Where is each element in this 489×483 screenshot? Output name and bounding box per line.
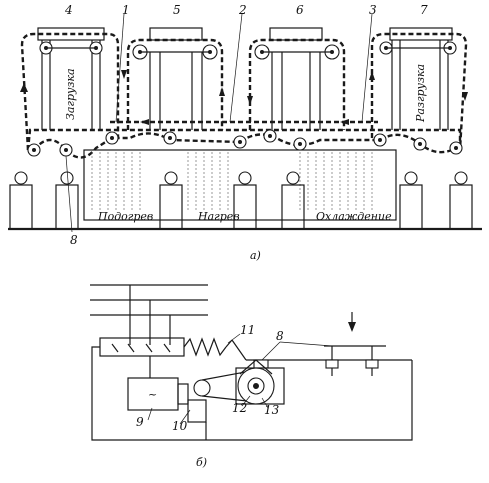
leader-8 <box>65 155 73 233</box>
control-loop <box>91 346 413 441</box>
figure-a: 4 1 5 2 6 3 7 8 Загрузка Разгрузка Подог… <box>8 3 482 262</box>
zone-cooling-label: Охлаждение <box>316 210 392 223</box>
cam-housing <box>235 367 285 405</box>
leader-1 <box>115 13 125 123</box>
callout-3: 3 <box>369 3 377 17</box>
motor-shaft-box <box>177 383 189 405</box>
tower-6 <box>254 27 340 130</box>
support-units <box>9 171 473 230</box>
furnace-hatching <box>91 152 373 212</box>
chain-tower-5-loop <box>126 38 224 130</box>
callout-6: 6 <box>296 3 304 17</box>
spring-11 <box>183 337 227 357</box>
leader-3 <box>361 13 373 123</box>
callout-12: 12 <box>232 401 247 415</box>
leader-13 <box>261 397 269 409</box>
callout-8b: 8 <box>276 329 284 343</box>
callout-1: 1 <box>122 3 130 17</box>
arrow-up-icon <box>369 71 375 80</box>
leader-9 <box>147 407 153 421</box>
leader-11 <box>227 333 241 344</box>
motor-symbol: ~ <box>148 388 157 401</box>
arrow-up-icon <box>20 83 28 92</box>
contactor <box>99 337 185 357</box>
furnace-body <box>83 149 397 221</box>
arrow-down-icon <box>121 70 127 79</box>
callout-11: 11 <box>240 323 255 337</box>
pulley-small <box>193 379 211 397</box>
callout-7: 7 <box>420 3 428 17</box>
tower-4 <box>37 27 105 130</box>
gearbox-10 <box>187 399 207 423</box>
chain-loading-loop <box>20 32 120 151</box>
zone-loading-label: Загрузка <box>64 68 77 120</box>
caption-b: б) <box>196 456 207 469</box>
cam-lobe <box>239 359 273 375</box>
leader-2 <box>229 13 243 123</box>
leader-8-left <box>261 341 281 361</box>
callout-10: 10 <box>172 419 188 433</box>
zone-heat-label: Нагрев <box>197 210 240 223</box>
leader-10 <box>179 409 191 425</box>
tower-5 <box>132 27 218 130</box>
chain-lower-wave <box>33 132 457 159</box>
zone-unloading-label: Разгрузка <box>414 64 427 123</box>
callout-8: 8 <box>70 233 78 247</box>
trip-lever <box>231 339 247 361</box>
figure-b: ~ 11 8 9 10 <box>90 284 413 469</box>
callout-4: 4 <box>64 3 73 17</box>
chain-main-line <box>26 128 462 151</box>
leader-8-right <box>279 341 333 347</box>
zone-preheat-label: Подогрев <box>97 210 153 223</box>
arrow-up-icon <box>219 87 225 96</box>
chain-tower-6-loop <box>248 38 346 130</box>
caption-a: а) <box>250 249 261 262</box>
callout-13: 13 <box>264 403 280 417</box>
callout-9: 9 <box>136 415 144 429</box>
arrow-left-icon <box>140 119 149 125</box>
arrow-left-icon <box>340 119 349 125</box>
callout-5: 5 <box>173 3 181 17</box>
arrow-down-icon <box>462 92 468 101</box>
arrow-down-icon <box>247 96 253 105</box>
chain-unloading-loop <box>370 32 468 151</box>
contact-8-right <box>365 359 379 369</box>
sprockets <box>27 129 463 157</box>
callout-2: 2 <box>238 3 247 17</box>
contact-8-middle <box>325 359 339 369</box>
